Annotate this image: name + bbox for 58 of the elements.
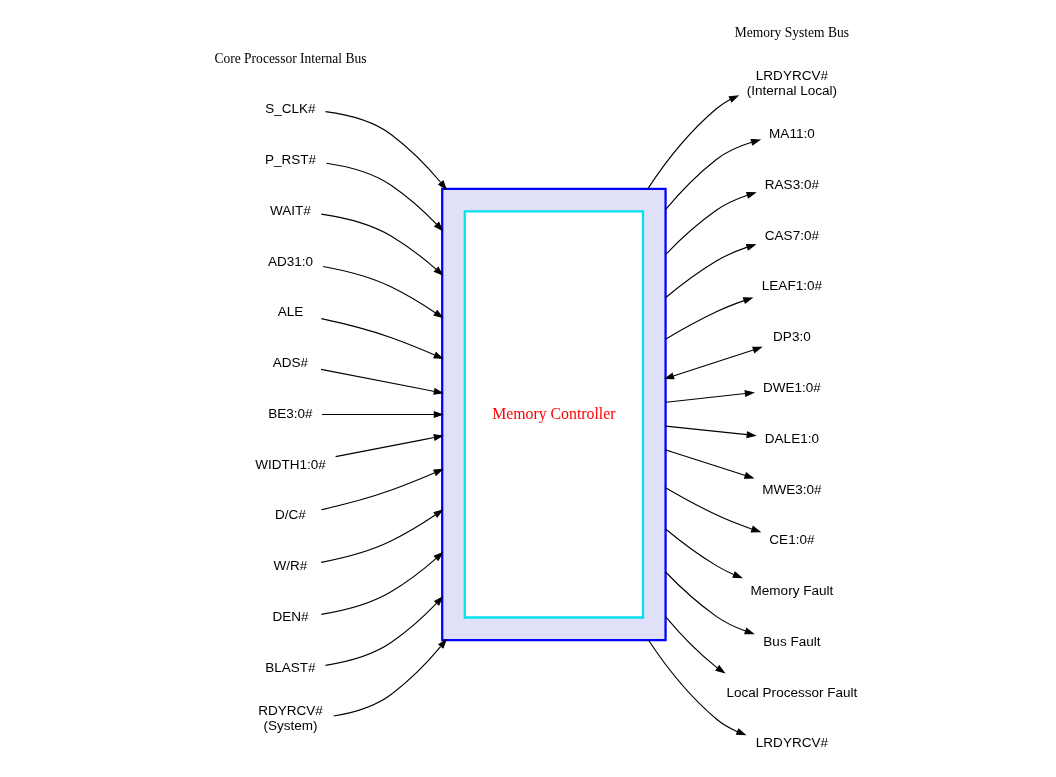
arrow	[664, 138, 761, 211]
node-text: W/R#	[273, 558, 307, 574]
node-text: RDYRCV# (System)	[257, 703, 323, 733]
node-text: LRDYRCV# (Internal Local)	[746, 68, 837, 98]
arrow	[664, 243, 757, 299]
node-box: Memory Controller	[463, 210, 644, 619]
node-text: DWE1:0#	[762, 380, 821, 395]
node-text: MA11:0	[768, 126, 815, 142]
arrow	[647, 639, 747, 736]
label: Core Processor Internal Bus	[213, 50, 366, 66]
node-text: ADS#	[272, 355, 308, 371]
arrow	[664, 487, 761, 533]
node-text: DP3:0	[772, 329, 811, 345]
cluster	[440, 187, 667, 642]
arrow	[334, 434, 444, 458]
node-text: WIDTH1:0#	[254, 456, 326, 472]
arrow	[320, 368, 444, 395]
arrow	[321, 410, 444, 418]
node-text: Memory Fault	[750, 583, 833, 599]
arrow	[664, 616, 726, 674]
arrow	[663, 346, 763, 380]
arrow	[324, 111, 447, 191]
arrow	[664, 449, 755, 479]
arrow	[646, 95, 739, 190]
node-text: Bus Fault	[762, 633, 820, 649]
node-text: AD31:0	[267, 253, 313, 269]
arrow	[664, 571, 755, 635]
node-text: D/C#	[274, 507, 306, 523]
arrow	[320, 318, 444, 359]
arrow	[664, 425, 757, 439]
node-text: BLAST#	[264, 659, 316, 675]
arrow	[324, 596, 443, 666]
arrow	[320, 468, 444, 511]
arrow	[320, 509, 444, 563]
node-text: RAS3:0#	[764, 176, 819, 192]
node-text: P_RST#	[264, 152, 316, 168]
arrow	[332, 638, 447, 717]
node-text: CAS7:0#	[764, 227, 819, 243]
node-text: MWE3:0#	[761, 481, 822, 497]
arrow	[320, 213, 443, 276]
node-text: BE3:0#	[267, 405, 313, 421]
arrow	[320, 551, 443, 615]
arrow	[321, 265, 444, 319]
arrow	[325, 162, 443, 232]
node-text: ALE	[277, 304, 303, 320]
arrow	[664, 191, 757, 256]
node-text: WAIT#	[269, 202, 311, 218]
node-text: DALE1:0	[764, 430, 819, 446]
node-text: DEN#	[271, 609, 309, 624]
arrow	[664, 390, 755, 403]
node-text: LRDYRCV#	[755, 735, 828, 751]
node-text: Local Processor Fault	[726, 684, 857, 700]
arrow	[664, 297, 753, 340]
arrow	[664, 528, 743, 579]
node-text: LEAF1:0#	[761, 278, 822, 294]
label: Memory System Bus	[734, 24, 849, 40]
node-text: S_CLK#	[264, 101, 316, 117]
node-text: CE1:0#	[768, 532, 814, 548]
